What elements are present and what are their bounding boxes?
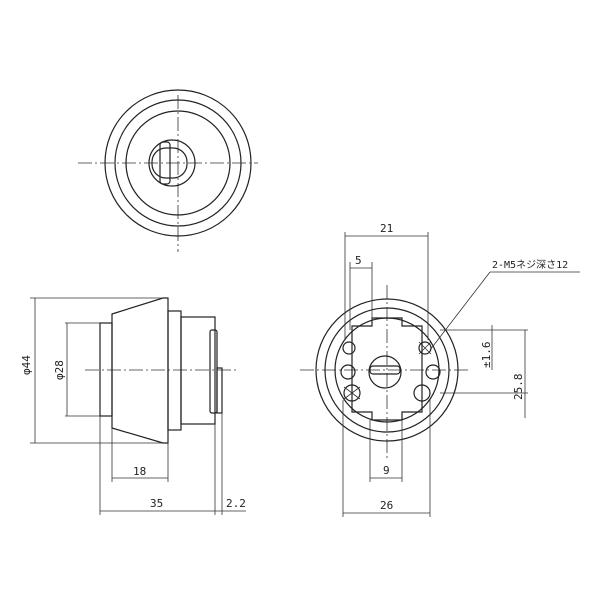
front-view: 21 5 2-M5ネジ深さ12 ±1.6 25.8 9 26	[300, 222, 580, 517]
dim-tail-length: 2.2	[226, 497, 246, 510]
dim-cylinder-diameter: φ28	[53, 360, 66, 380]
dim-outer-diameter: φ44	[20, 355, 33, 375]
top-view	[78, 89, 258, 252]
dim-tolerance: ±1.6	[480, 342, 493, 369]
dim-top-width: 21	[380, 222, 393, 235]
dim-hole-pitch: 25.8	[512, 374, 525, 401]
dim-cone-length: 18	[133, 465, 146, 478]
screw-note: 2-M5ネジ深さ12	[492, 259, 568, 271]
side-view: φ44 φ28 18 35 2.2	[20, 297, 246, 515]
dim-bottom-width: 26	[380, 499, 393, 512]
dim-total-length: 35	[150, 497, 163, 510]
dim-slot-width: 9	[383, 464, 390, 477]
dim-offset: 5	[355, 254, 362, 267]
